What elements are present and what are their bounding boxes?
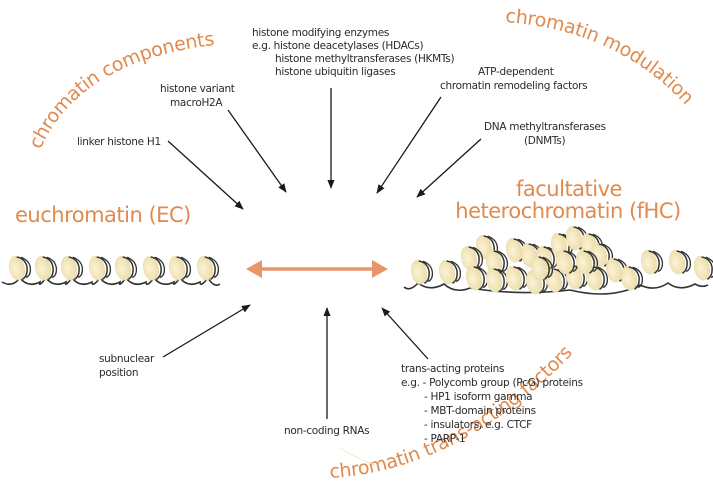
label-dnmt-line2: (DNMTs) <box>524 135 565 147</box>
label-tap-line3: - HP1 isoform gamma <box>424 391 532 403</box>
title-facultative: facultative <box>516 177 622 201</box>
title-heterochromatin: heterochromatin (fHC) <box>455 199 680 223</box>
label-histone-variant-line1: histone variant <box>160 83 235 95</box>
label-histone-modifying-enzymes: histone modifying enzymes e.g. histone d… <box>252 27 457 78</box>
nucleosome <box>530 256 554 281</box>
nucleosome <box>485 268 509 293</box>
nucleosome <box>8 256 32 281</box>
nucleosome <box>460 246 484 271</box>
label-tap-line5: - insulators, e.g. CTCF <box>424 419 532 431</box>
nucleosome <box>410 260 434 285</box>
label-atp-line1: ATP-dependent <box>478 66 554 78</box>
euchromatin-strand <box>1 256 221 286</box>
label-atp-dependent: ATP-dependent chromatin remodeling facto… <box>440 66 587 92</box>
linker-dna <box>1 276 221 286</box>
heterochromatin-strand <box>403 226 713 295</box>
label-dnmt-line1: DNA methyltransferases <box>484 121 606 133</box>
arrow-histone-variant <box>227 109 287 193</box>
label-tap-line2: e.g. - Polycomb group (PcG) proteins <box>401 377 583 389</box>
arrow-dnmt <box>416 138 482 198</box>
nucleosome <box>60 256 84 281</box>
label-atp-line2: chromatin remodeling factors <box>440 80 587 92</box>
label-noncoding-rnas: non-coding RNAs <box>284 425 369 437</box>
label-histone-variant: histone variant macroH2A <box>160 83 238 109</box>
nucleosome <box>640 250 664 275</box>
nucleosome <box>438 260 462 285</box>
label-subnuclear-line1: subnuclear <box>99 353 155 365</box>
label-subnuclear-position: subnuclear position <box>99 353 157 379</box>
label-subnuclear-line2: position <box>99 367 138 379</box>
nucleosome <box>114 256 138 281</box>
arrow-linker-histone <box>167 140 244 210</box>
label-tap-line6: - PARP-1 <box>424 433 465 445</box>
nucleosome <box>88 256 112 281</box>
nucleosome <box>505 266 529 291</box>
label-histone-variant-line2: macroH2A <box>170 97 223 109</box>
guide-arc <box>339 447 376 466</box>
label-dnmt: DNA methyltransferases (DNMTs) <box>484 121 609 147</box>
nucleosome <box>142 256 166 281</box>
label-hme-line1: histone modifying enzymes <box>252 27 389 39</box>
nucleosome <box>34 256 58 281</box>
label-trans-acting-proteins: trans-acting proteins e.g. - Polycomb gr… <box>401 363 586 445</box>
category-chromatin-modulation: chromatin modulation <box>505 5 698 109</box>
transition-double-arrow <box>246 260 388 278</box>
nucleosome <box>168 256 192 281</box>
label-linker-histone: linker histone H1 <box>77 136 161 148</box>
label-hme-line4: histone ubiquitin ligases <box>275 66 395 78</box>
label-hme-line2: e.g. histone deacetylases (HDACs) <box>252 40 423 52</box>
arrow-trans-acting-proteins <box>381 307 429 360</box>
nucleosome <box>575 250 599 275</box>
label-tap-line4: - MBT-domain proteins <box>424 405 536 417</box>
nucleosome <box>620 266 644 291</box>
nucleosome <box>693 256 713 281</box>
nucleosome <box>668 250 692 275</box>
arrow-atp-dependent <box>376 96 442 194</box>
label-tap-line1: trans-acting proteins <box>401 363 504 375</box>
label-hme-line3: histone methyltransferases (HKMTs) <box>275 53 454 65</box>
arrow-subnuclear-position <box>162 304 251 358</box>
title-euchromatin: euchromatin (EC) <box>15 203 191 227</box>
nucleosome <box>196 256 220 281</box>
linker-dna <box>403 281 709 295</box>
